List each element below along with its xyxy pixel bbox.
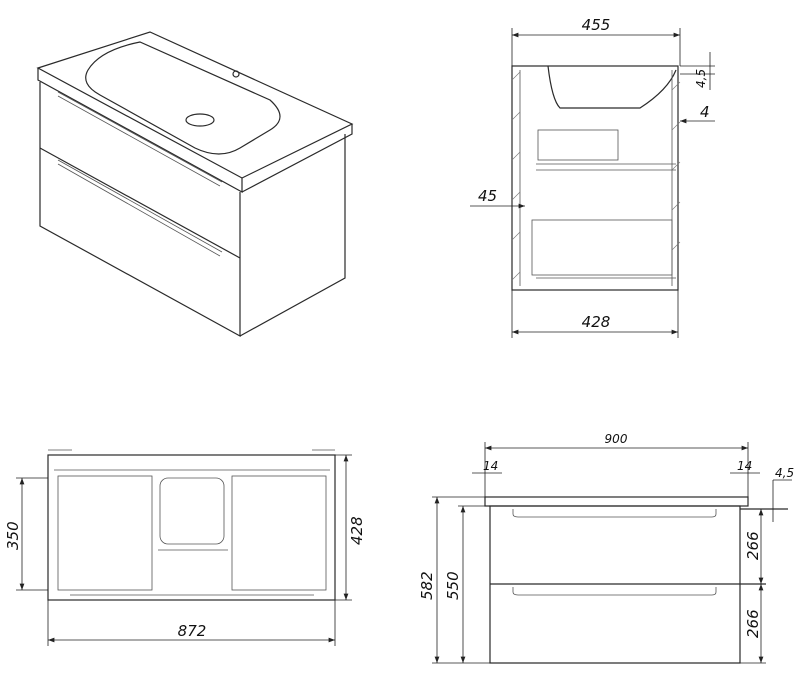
dim-total-height: 582 — [418, 571, 436, 600]
dim-side-overhang: 4 — [700, 103, 710, 121]
dim-side-width: 455 — [582, 16, 611, 34]
dim-top-width: 900 — [605, 432, 628, 446]
dim-cabinet-height: 550 — [444, 571, 462, 600]
dim-left-overhang: 14 — [483, 459, 498, 473]
tap-hole — [232, 70, 240, 78]
isometric-view — [36, 31, 354, 338]
basin — [85, 41, 281, 155]
dim-side-top-thickness: 4,5 — [694, 69, 708, 88]
dim-back-width: 872 — [178, 622, 207, 640]
front-open-view: 350 428 872 — [4, 449, 366, 646]
dim-front-top-thickness: 4,5 — [775, 466, 794, 480]
dim-back-height: 428 — [348, 516, 366, 545]
dim-drawer-bottom: 266 — [744, 609, 762, 638]
dim-inner-height: 350 — [4, 521, 22, 550]
dim-side-back-gap: 45 — [478, 187, 497, 205]
dim-right-overhang: 14 — [737, 459, 752, 473]
front-view: 900 14 14 4,5 582 550 266 266 — [418, 432, 794, 664]
dim-side-depth: 428 — [582, 313, 611, 331]
side-section-view: 455 4,5 4 45 428 — [470, 16, 715, 338]
drain — [185, 113, 215, 127]
dim-drawer-top: 266 — [744, 531, 762, 560]
